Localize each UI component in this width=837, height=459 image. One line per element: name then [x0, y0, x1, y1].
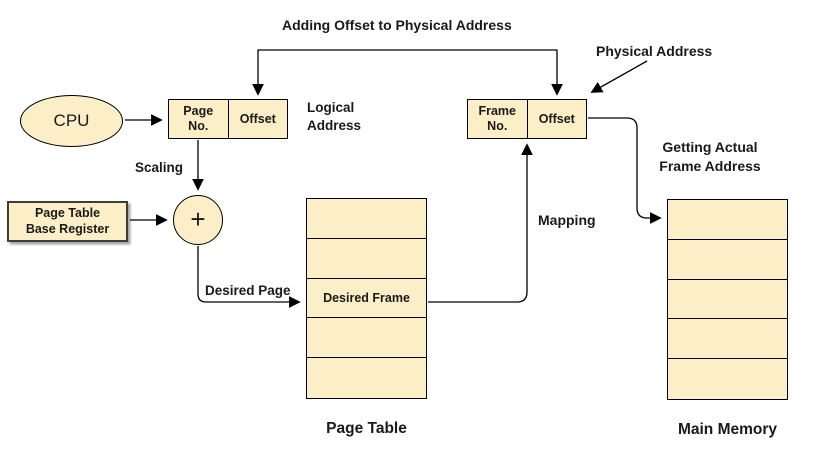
page-table-row: [307, 318, 426, 359]
logical-address-label: Logical Address: [307, 100, 362, 134]
scaling-label: Scaling: [135, 160, 184, 175]
page-table-row-desired-frame: Desired Frame: [307, 279, 426, 319]
physical-address-label: Physical Address: [596, 43, 713, 59]
connector-mapping: [428, 143, 533, 303]
page-table-base-register: Page Table Base Register: [7, 201, 128, 242]
page-table-caption: Page Table: [326, 420, 407, 437]
connector-physical-address-pointer: [590, 60, 648, 93]
adding-offset-label: Adding Offset to Physical Address: [282, 17, 512, 33]
main-memory: [667, 199, 788, 400]
connector-adding-offset-loop: [252, 49, 563, 96]
physical-address-box: Frame No. Offset: [467, 99, 587, 139]
main-memory-row: [668, 319, 787, 360]
desired-page-label: Desired Page: [205, 283, 291, 298]
logical-page-no-cell: Page No.: [183, 104, 214, 133]
main-memory-caption: Main Memory: [677, 421, 778, 438]
main-memory-row: [668, 240, 787, 280]
getting-actual-frame-label: Getting Actual Frame Address: [659, 139, 761, 174]
page-table: Desired Frame: [306, 198, 427, 399]
page-table-row: [307, 239, 426, 279]
logical-offset-cell: Offset: [227, 100, 288, 138]
physical-frame-no-cell: Frame No.: [478, 104, 517, 133]
page-table-row: [307, 199, 426, 239]
adder-node: +: [173, 195, 223, 245]
mapping-label: Mapping: [538, 212, 596, 228]
main-memory-row: [668, 359, 787, 399]
main-memory-row: [668, 280, 787, 320]
cpu-node: CPU: [20, 95, 123, 147]
page-table-row: [307, 358, 426, 398]
physical-offset-cell: Offset: [526, 100, 587, 138]
logical-address-box: Page No. Offset: [168, 99, 288, 139]
main-memory-row: [668, 200, 787, 240]
